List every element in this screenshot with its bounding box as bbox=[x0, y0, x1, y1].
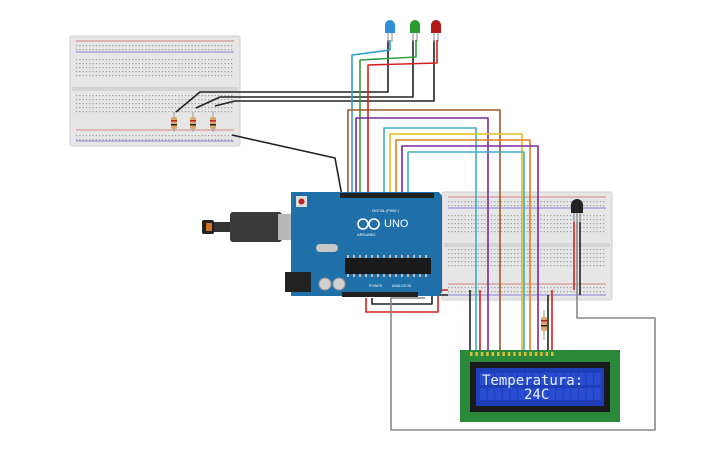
resistor-2[interactable] bbox=[190, 112, 196, 132]
resistor-3[interactable] bbox=[210, 112, 216, 132]
arduino-uno[interactable]: UNO ARDUINO DIGITAL (PWM~) POWER ANALOG … bbox=[202, 192, 442, 297]
arduino-brand-label: ARDUINO bbox=[357, 232, 375, 237]
led-red[interactable] bbox=[431, 20, 441, 42]
analog-pins-label: ANALOG IN bbox=[392, 284, 412, 288]
lcd-display[interactable]: Temperatura: 24C bbox=[460, 350, 620, 422]
temperature-sensor[interactable] bbox=[571, 199, 583, 222]
wires[interactable] bbox=[175, 40, 656, 431]
usb-cable[interactable] bbox=[202, 212, 296, 242]
lcd-line-2: 24C bbox=[524, 387, 549, 403]
resistor-1[interactable] bbox=[171, 112, 177, 132]
arduino-logo bbox=[357, 218, 380, 230]
led-green[interactable] bbox=[410, 20, 420, 42]
breadboard-left[interactable] bbox=[69, 35, 241, 147]
digital-pins-label: DIGITAL (PWM~) bbox=[372, 209, 399, 213]
power-pins-label: POWER bbox=[369, 284, 383, 288]
resistor-lcd[interactable] bbox=[541, 310, 547, 340]
breadboard-right[interactable] bbox=[441, 191, 613, 301]
arduino-model-label: UNO bbox=[384, 218, 409, 230]
led-blue[interactable] bbox=[385, 20, 395, 42]
lcd-line-1: Temperatura: bbox=[482, 373, 583, 389]
